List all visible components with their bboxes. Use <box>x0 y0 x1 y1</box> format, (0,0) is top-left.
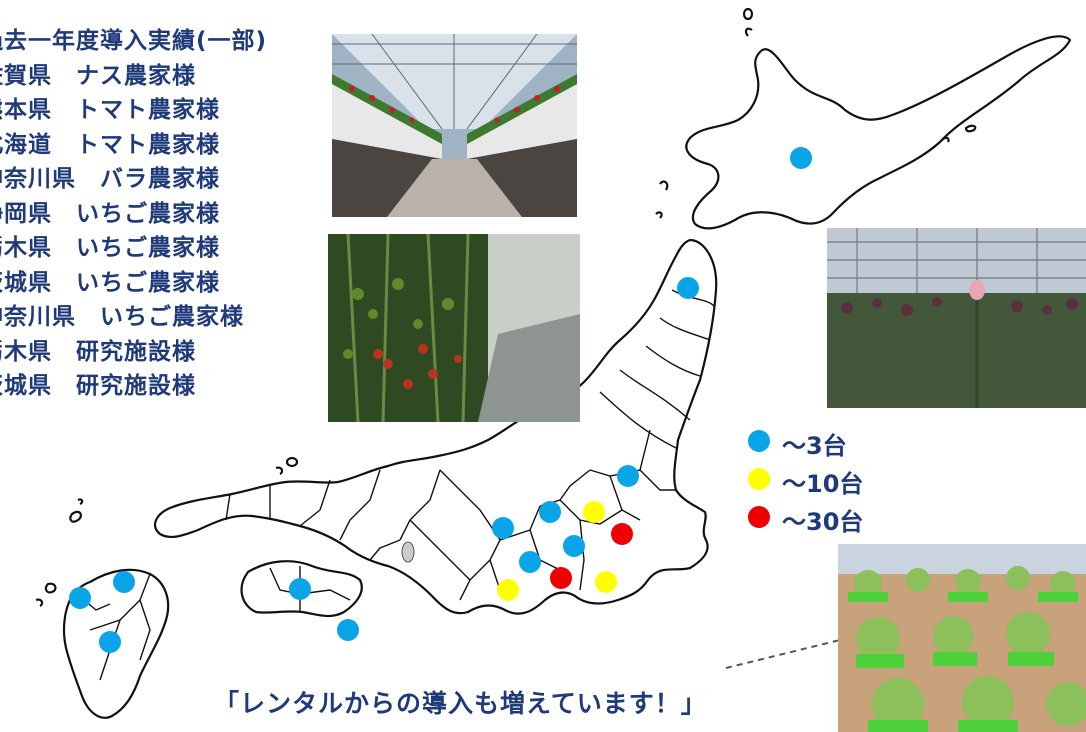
list-item: 神奈川県 バラ農家様 <box>0 166 220 192</box>
marker-ibaraki <box>617 465 639 487</box>
strawberry-greenhouse-photo <box>332 34 577 217</box>
tomato-greenhouse-photo <box>328 234 580 422</box>
marker-nagano <box>492 517 514 539</box>
marker-wakayama <box>337 619 359 641</box>
marker-kumamoto <box>99 631 121 653</box>
hokkaido-outline <box>685 35 1072 230</box>
shikoku-outline <box>240 560 363 618</box>
legend-label: ～10台 <box>782 470 864 498</box>
marker-saitama <box>563 535 585 557</box>
marker-okayama <box>289 578 311 600</box>
legend-red-dot <box>748 506 770 528</box>
marker-ibaraki-red <box>611 523 633 545</box>
marker-chiba-yellow <box>595 571 617 593</box>
marker-saga <box>69 587 91 609</box>
legend-blue-dot <box>748 430 770 452</box>
list-item: 茨城県 研究施設様 <box>0 373 196 399</box>
list-item: 佐賀県 ナス農家様 <box>0 62 196 89</box>
list-item: 熊本県 トマト農家様 <box>0 97 220 123</box>
caption: 「レンタルからの導入も増えています！」 <box>214 689 707 718</box>
legend-label: ～30台 <box>782 508 864 536</box>
marker-aomori <box>677 277 699 299</box>
legend-label: ～3台 <box>782 432 847 460</box>
list-item: 神奈川県 いちご農家様 <box>0 304 244 330</box>
map-markers <box>69 147 812 653</box>
installation-list: 過去一年度導入実績(一部) 佐賀県 ナス農家様 熊本県 トマト農家様 北海道 ト… <box>0 24 267 404</box>
list-item: 栃木県 研究施設様 <box>0 338 196 365</box>
legend-yellow-dot <box>748 468 770 490</box>
kyushu-outline <box>62 568 170 719</box>
list-item: 栃木県 いちご農家様 <box>0 235 220 261</box>
honshu-outline <box>153 238 718 615</box>
marker-tochigi-yellow <box>583 501 605 523</box>
marker-gunma <box>539 501 561 523</box>
marker-shizuoka-yellow <box>497 579 519 601</box>
list-item: 静岡県 いちご農家様 <box>0 200 220 227</box>
marker-hokkaido <box>790 147 812 169</box>
marker-yamanashi <box>519 551 541 573</box>
list-item: 茨城県 いちご農家様 <box>0 269 220 296</box>
list-item: 北海道 トマト農家様 <box>0 131 220 158</box>
cabbage-greenhouse-photo <box>838 544 1086 732</box>
marker-kanagawa-red <box>550 567 572 589</box>
marker-fukuoka <box>113 571 135 593</box>
rose-greenhouse-photo <box>827 228 1086 408</box>
list-title: 過去一年度導入実績(一部) <box>0 28 268 54</box>
